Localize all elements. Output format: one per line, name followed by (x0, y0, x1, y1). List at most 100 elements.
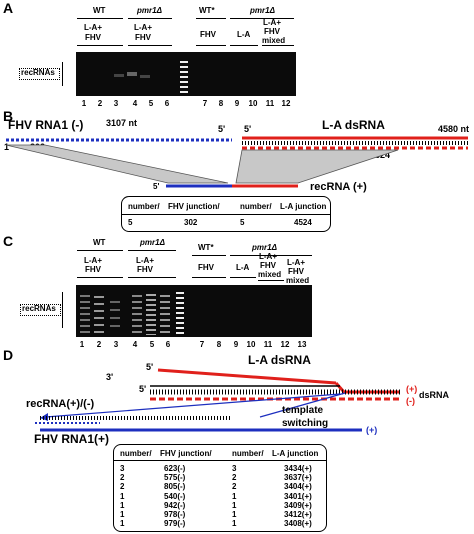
a-mixed-2: FHV (264, 27, 280, 36)
a-wt-label: WT (93, 6, 106, 15)
c-lane: 10 (246, 340, 256, 349)
b-td-2: 302 (184, 218, 198, 227)
c-pmr1b-bar (230, 255, 312, 256)
a-lane: 1 (81, 99, 87, 108)
d-table-cell: 1 (120, 510, 125, 519)
d-5p-mid: 5' (139, 384, 147, 394)
b-fhv-len: 3107 nt (106, 118, 138, 128)
c-la-label: L-A (236, 263, 250, 272)
d-th-1: number/ (120, 449, 152, 458)
a-lane: 8 (218, 99, 224, 108)
b-th-4: L-A junction (280, 202, 327, 211)
b-rec-label: recRNA (+) (310, 181, 367, 193)
d-fhv-plus: (+) (366, 425, 378, 435)
panel-d-label: D (3, 347, 14, 363)
b-td-4: 4524 (294, 218, 312, 227)
d-recrna: recRNA(+)/(-) (26, 398, 95, 410)
a-lane: 12 (281, 99, 291, 108)
a-lane: 3 (113, 99, 119, 108)
a-pmr1b-label: pmr1Δ (250, 6, 275, 15)
a-lafhv1-label: L-A+ (84, 23, 102, 32)
panel-c-label: C (3, 233, 14, 249)
c-lane: 7 (199, 340, 205, 349)
a-mixed-3: mixed (262, 36, 286, 45)
gel-c (76, 285, 312, 337)
d-table-cell: 3404(+) (284, 482, 312, 492)
c-lane: 12 (280, 340, 290, 349)
b-left-funnel (5, 144, 229, 184)
c-lafhv1-a: L-A+ (84, 256, 102, 265)
d-table-cell: 3 (232, 464, 237, 473)
d-la-title: L-A dsRNA (248, 353, 311, 367)
d-table-cell: 2 (232, 473, 237, 483)
d-table-cell: 1 (232, 519, 237, 529)
d-th-4: L-A junction (272, 449, 319, 458)
d-table-cell: 805(-) (164, 482, 186, 492)
a-pmr1-label: pmr1Δ (137, 6, 162, 15)
c-lafhv2-bar (128, 277, 176, 278)
d-th-2: FHV junction/ (160, 449, 212, 458)
d-table-cell: 3409(+) (284, 500, 312, 510)
c-fhv-label: FHV (198, 263, 214, 272)
c-lafhv2-a: L-A+ (136, 256, 154, 265)
c-mixb-2: FHV (288, 267, 304, 276)
c-lafhv2-b: FHV (137, 265, 153, 274)
b-fhv-1: 1 (4, 142, 10, 152)
c-lane: 9 (233, 340, 239, 349)
c-pmr1-bar (128, 250, 176, 251)
b-td-1: 5 (128, 218, 133, 227)
c-recrnas-box (20, 304, 61, 316)
a-fhv-label: FHV (200, 30, 216, 39)
d-switching: switching (282, 418, 329, 429)
d-table-cell: 575(-) (164, 473, 186, 483)
c-fhv-bar (192, 277, 226, 278)
c-lane: 1 (79, 340, 85, 349)
d-table-rule (114, 460, 326, 461)
c-mixb-1: L-A+ (287, 258, 305, 267)
a-lafhv1-bar (77, 45, 123, 46)
a-lane: 10 (248, 99, 258, 108)
b-td-3: 5 (240, 218, 245, 227)
c-lane: 3 (113, 340, 119, 349)
a-wt-bar (77, 18, 123, 19)
d-table-cell: 540(-) (164, 491, 186, 501)
c-recrnas-label: recRNAs (22, 304, 56, 313)
d-table-cell: 978(-) (164, 510, 186, 519)
d-table-cell: 942(-) (164, 500, 186, 510)
d-table-cell: 2 (120, 473, 125, 483)
d-table-cell: 1 (120, 500, 125, 510)
b-la-5p: 5' (244, 124, 252, 134)
c-mixb-3: mixed (286, 276, 310, 285)
a-lane: 2 (97, 99, 103, 108)
d-junction-table: number/ FHV junction/ number/ L-A juncti… (113, 444, 327, 532)
d-plus: (+) (406, 384, 418, 394)
c-lafhv1-b: FHV (85, 265, 101, 274)
c-mixa-3: mixed (258, 270, 282, 279)
d-table-cell: 3 (120, 464, 125, 473)
d-table-cell: 979(-) (164, 519, 186, 529)
d-table-cell: 2 (120, 482, 125, 492)
d-table-cell: 2 (232, 482, 237, 492)
c-lane: 2 (96, 340, 102, 349)
d-table-cell: 1 (120, 491, 125, 501)
c-lane: 6 (165, 340, 171, 349)
d-table-cell: 1 (120, 519, 125, 529)
d-template-arrow (259, 392, 346, 418)
a-pmr1-bar (128, 18, 172, 19)
a-fhv-bar (196, 45, 226, 46)
b-th-3: number/ (240, 202, 272, 211)
b-la-title: L-A dsRNA (322, 118, 385, 132)
b-la-len: 4580 nt (438, 124, 470, 134)
a-lafhv2-bar (128, 45, 172, 46)
d-table-cell: 3408(+) (284, 519, 312, 529)
a-lane: 7 (202, 99, 208, 108)
a-lafhv1b-label: FHV (85, 33, 101, 42)
c-mixa-bar (258, 280, 284, 281)
c-wt-label: WT (93, 238, 106, 247)
b-th-2: FHV junction/ (168, 202, 220, 211)
d-table-cell: 3637(+) (284, 473, 312, 483)
c-wtstar-bar (192, 255, 226, 256)
d-table-cell: 1 (232, 491, 237, 501)
c-lafhv1-bar (77, 277, 123, 278)
